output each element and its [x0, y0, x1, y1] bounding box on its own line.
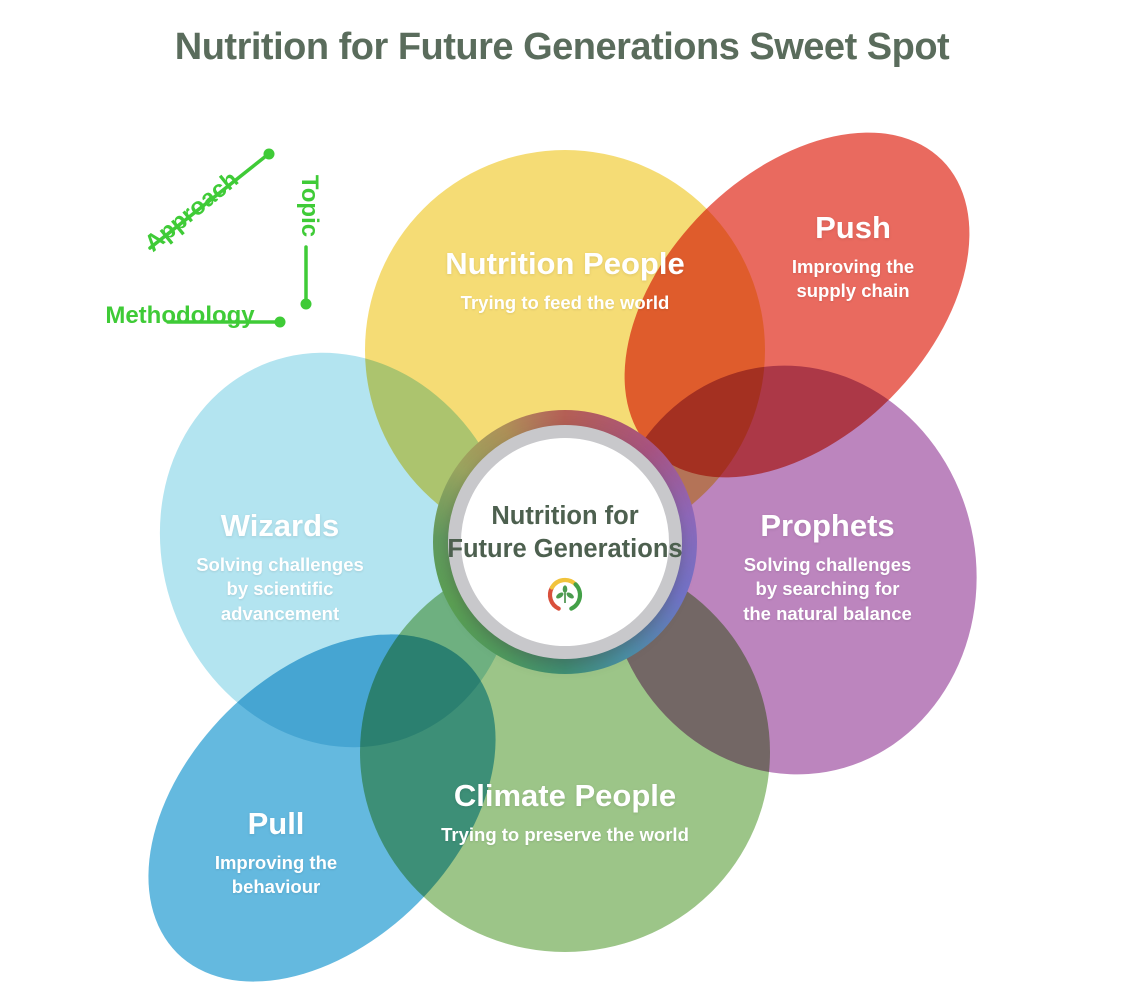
- gauge-leaf-logo-icon: [547, 577, 583, 611]
- petal-subtitle: Trying to preserve the world: [365, 823, 765, 847]
- petal-label-push: Push Improving the supply chain: [753, 210, 953, 304]
- petal-subtitle-line: Trying to preserve the world: [441, 824, 689, 845]
- petal-title: Wizards: [220, 508, 340, 543]
- petal-label-nutrition-people: Nutrition People Trying to feed the worl…: [365, 246, 765, 315]
- petal-label-wizards: Wizards Solving challenges by scientific…: [160, 508, 400, 626]
- petal-label-climate-people: Climate People Trying to preserve the wo…: [365, 778, 765, 847]
- center-title-line1: Nutrition for: [491, 502, 639, 530]
- petal-title: Pull: [247, 806, 305, 841]
- center-title-line2: Future Generations: [447, 534, 683, 563]
- legend-methodology-label: Methodology: [105, 302, 255, 329]
- approach-dot: [263, 148, 275, 160]
- topic-dot: [300, 298, 312, 310]
- petal-subtitle-line: by scientific: [226, 578, 334, 600]
- gauge-green-arc: [569, 582, 583, 611]
- gauge-yellow-arc: [549, 577, 578, 590]
- petal-subtitle-line: Improving the: [214, 852, 338, 873]
- petal-subtitle: Improving the behaviour: [166, 851, 386, 900]
- petal-subtitle: Trying to feed the world: [365, 291, 765, 315]
- leaf-icon: [556, 585, 574, 603]
- petal-subtitle-line: Solving challenges: [743, 554, 912, 575]
- petal-subtitle: Solving challenges by scientific advance…: [160, 553, 400, 626]
- center-title: Nutrition for Future Generations: [435, 500, 695, 565]
- petal-subtitle-line: Improving the: [791, 256, 915, 277]
- petal-label-prophets: Prophets Solving challenges by searching…: [705, 508, 950, 626]
- petal-title: Push: [815, 210, 891, 245]
- petal-subtitle-line: advancement: [220, 602, 340, 624]
- petal-title: Prophets: [760, 508, 895, 543]
- petal-subtitle-line: behaviour: [231, 876, 321, 898]
- methodology-dot: [274, 316, 286, 328]
- page-title: Nutrition for Future Generations Sweet S…: [174, 26, 950, 68]
- petal-subtitle-line: by searching for: [755, 578, 900, 600]
- petal-subtitle: Solving challenges by searching for the …: [705, 553, 950, 626]
- petal-title: Climate People: [453, 778, 677, 813]
- petal-subtitle-line: Trying to feed the world: [460, 292, 670, 313]
- petal-subtitle: Improving the supply chain: [753, 255, 953, 304]
- approach-line: [148, 154, 268, 250]
- petal-subtitle-line: supply chain: [796, 280, 910, 302]
- petal-subtitle-line: the natural balance: [743, 602, 912, 624]
- petal-title: Nutrition People: [445, 246, 685, 281]
- petal-label-pull: Pull Improving the behaviour: [166, 806, 386, 900]
- petal-subtitle-line: Solving challenges: [196, 554, 364, 575]
- legend-axes: [148, 148, 312, 328]
